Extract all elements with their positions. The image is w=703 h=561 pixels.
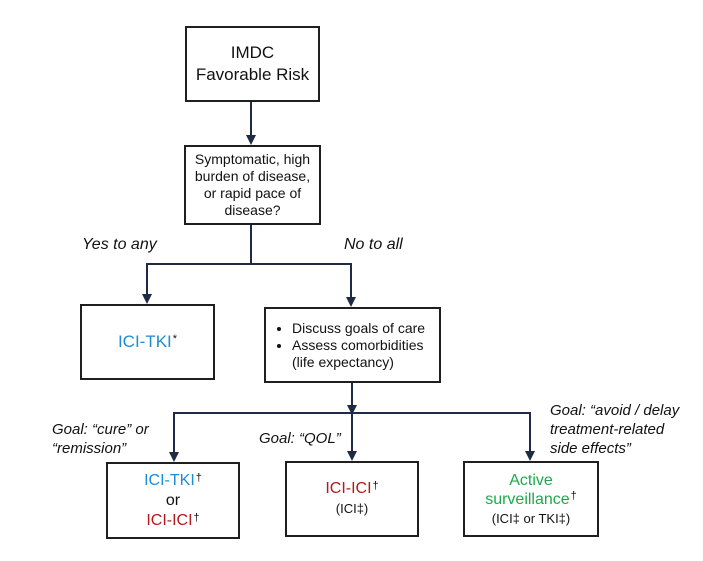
ici-tki-footnote-mark: * — [172, 333, 178, 345]
cure-option-box: ICI-TKI† or ICI-ICI† — [106, 462, 240, 539]
cure-option-line2: ICI-ICI† — [146, 511, 199, 531]
question-line2: burden of disease, — [194, 168, 311, 184]
question-line3: or rapid pace of — [203, 185, 302, 201]
qol-ici-ici-mark: † — [372, 480, 379, 492]
surveillance-option-box: Active surveillance† (ICI‡ or TKI‡) — [463, 461, 599, 537]
cure-ici-tki-mark: † — [195, 471, 202, 484]
top-box-line2: Favorable Risk — [195, 65, 310, 84]
surveillance-line2: surveillance — [485, 490, 570, 508]
imdc-favorable-risk-box: IMDC Favorable Risk — [185, 26, 320, 102]
top-box-line1: IMDC — [230, 43, 275, 62]
surveillance-line1: Active — [509, 471, 553, 489]
question-line4: disease? — [224, 202, 281, 218]
yes-to-any-label: Yes to any — [82, 236, 157, 253]
qol-ici-ici: ICI-ICI — [325, 480, 372, 497]
surveillance-sub: (ICI‡ or TKI‡) — [491, 510, 571, 526]
cure-or: or — [165, 491, 181, 509]
goal-avoid-line2: treatment-related — [550, 421, 665, 438]
assess-list: Discuss goals of care Assess comorbiditi… — [272, 320, 425, 371]
assess-item-life-expectancy: (life expectancy) — [292, 353, 394, 370]
goal-avoid-label: Goal: “avoid / delay treatment-related s… — [550, 401, 679, 458]
assess-item-goals: Discuss goals of care — [292, 320, 425, 337]
surveillance-line2-wrap: surveillance† — [485, 490, 577, 509]
cure-ici-tki: ICI-TKI — [144, 471, 195, 489]
goal-qol-label: Goal: “QOL” — [259, 430, 341, 447]
question-box: Symptomatic, high burden of disease, or … — [184, 145, 321, 225]
qol-option-main: ICI-ICI† — [325, 479, 378, 499]
no-to-all-label: No to all — [344, 236, 403, 253]
ici-tki-label: ICI-TKI — [117, 332, 172, 351]
goal-avoid-line3: side effects” — [550, 440, 631, 457]
cure-ici-ici: ICI-ICI — [146, 511, 193, 529]
assess-item-comorbidities: Assess comorbidities — [292, 337, 425, 354]
cure-ici-ici-mark: † — [193, 511, 200, 524]
cure-option-line1: ICI-TKI† — [144, 471, 202, 491]
surveillance-mark: † — [570, 489, 577, 502]
goal-cure-label: Goal: “cure” or “remission” — [52, 420, 149, 458]
question-line1: Symptomatic, high — [194, 151, 311, 167]
qol-option-sub: (ICI‡) — [335, 501, 369, 516]
qol-option-box: ICI-ICI† (ICI‡) — [285, 461, 419, 537]
assess-box: Discuss goals of care Assess comorbiditi… — [264, 307, 441, 383]
goal-cure-line1: Goal: “cure” or — [52, 421, 149, 438]
goal-avoid-line1: Goal: “avoid / delay — [550, 402, 680, 419]
ici-tki-box: ICI-TKI* — [80, 304, 215, 380]
goal-cure-line2: “remission” — [52, 440, 127, 457]
